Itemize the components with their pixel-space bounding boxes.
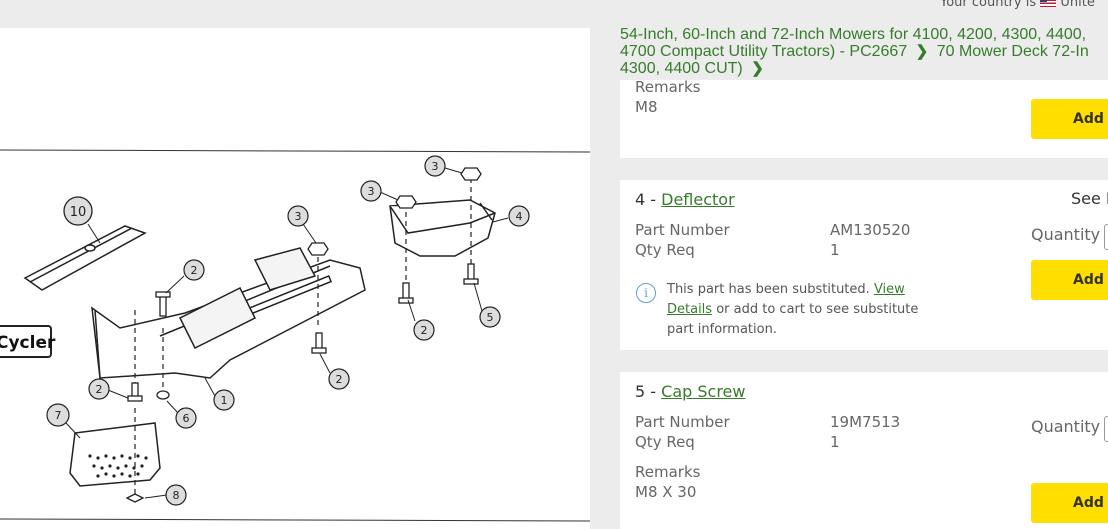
callout-4[interactable]: 4 — [508, 205, 530, 227]
callout-2c[interactable]: 2 — [328, 368, 350, 390]
chevron-right-icon: ❯ — [915, 43, 929, 60]
part-number-label: Part Number — [635, 413, 730, 431]
remarks-label: Remarks — [635, 463, 701, 481]
breadcrumb-line-2: 4700 Compact Utility Tractors) - PC2667 … — [620, 43, 1108, 60]
part-number-value: 19M7513 — [830, 413, 901, 431]
qty-req-label: Qty Req — [635, 433, 695, 451]
assembly-lines — [134, 178, 472, 498]
part-name-link[interactable]: Cap Screw — [661, 382, 746, 401]
info-icon: i — [636, 283, 656, 303]
diagram-frame-bottom — [0, 518, 590, 522]
diagram-frame-top — [0, 149, 590, 153]
svg-text:2: 2 — [191, 264, 198, 277]
part-title: 4 - Deflector — [635, 190, 735, 209]
callout-3a[interactable]: 3 — [287, 205, 309, 227]
add-to-cart-button[interactable]: Add to Cart — [1031, 260, 1108, 300]
svg-text:Cycler: Cycler — [0, 333, 56, 353]
breadcrumb-line-3: 4300, 4400 CUT) ❯ — [620, 60, 1108, 77]
svg-text:3: 3 — [432, 160, 439, 173]
qty-req-value: 1 — [830, 433, 840, 451]
svg-text:10: 10 — [70, 205, 87, 220]
svg-text:3: 3 — [295, 210, 302, 223]
quantity-label: Quantity — [1031, 225, 1101, 244]
svg-text:2: 2 — [336, 373, 343, 386]
callout-5[interactable]: 5 — [479, 306, 501, 328]
substitution-text: This part has been substituted. — [667, 282, 870, 297]
svg-text:8: 8 — [173, 489, 180, 502]
mulch-plate-part — [69, 422, 161, 487]
mulch-cycler-badge: Cycler — [0, 325, 56, 358]
qty-req-value: 1 — [830, 241, 840, 259]
country-text: Your country is — [940, 0, 1037, 10]
us-flag-icon — [1040, 0, 1057, 7]
svg-text:2: 2 — [96, 383, 103, 396]
blade-part — [23, 225, 147, 291]
svg-text:5: 5 — [487, 311, 494, 324]
part-name-link[interactable]: Deflector — [661, 190, 735, 209]
breadcrumb-link-mower-deck[interactable]: 70 Mower Deck 72-In — [936, 43, 1089, 60]
breadcrumb-line-1[interactable]: 54-Inch, 60-Inch and 72-Inch Mowers for … — [620, 26, 1087, 43]
callout-3c[interactable]: 3 — [424, 155, 446, 177]
see-pricing-text[interactable]: See P — [1071, 189, 1108, 208]
quantity-input[interactable] — [1104, 224, 1108, 250]
svg-text:7: 7 — [55, 409, 62, 422]
callout-8[interactable]: 8 — [165, 484, 187, 506]
callout-1[interactable]: 1 — [213, 389, 235, 411]
part-card-5: 5 - Cap Screw Part Number 19M7513 Qty Re… — [620, 372, 1108, 529]
country-indicator[interactable]: Your country is Unite — [940, 0, 1095, 10]
callout-2d[interactable]: 2 — [88, 378, 110, 400]
svg-text:3: 3 — [368, 185, 375, 198]
callout-2b[interactable]: 2 — [413, 319, 435, 341]
part-card-4: 4 - Deflector See P Part Number AM130520… — [620, 180, 1108, 350]
breadcrumb-link-cut[interactable]: 4300, 4400 CUT) — [620, 60, 743, 77]
part-number-label: Part Number — [635, 221, 730, 239]
breadcrumb: 54-Inch, 60-Inch and 72-Inch Mowers for … — [620, 26, 1108, 78]
parts-diagram[interactable]: 10 2 3 3 3 4 2 5 — [0, 28, 590, 529]
add-to-cart-button[interactable]: Add to Cart — [1031, 99, 1108, 139]
top-bar: Your country is Unite — [0, 0, 1108, 18]
remarks-value: M8 — [635, 98, 658, 116]
qty-req-label: Qty Req — [635, 241, 695, 259]
part-card-3: Remarks M8 Add to Cart — [620, 78, 1108, 158]
quantity-label: Quantity — [1031, 417, 1101, 436]
substitution-text-2: or add to cart to see substitute — [716, 302, 919, 317]
chevron-right-icon: ❯ — [751, 60, 764, 77]
substitution-text-3: part information. — [667, 322, 777, 337]
breadcrumb-link-pc2667[interactable]: 4700 Compact Utility Tractors) - PC2667 — [620, 43, 908, 60]
callout-7[interactable]: 7 — [46, 403, 70, 427]
svg-text:1: 1 — [221, 394, 228, 407]
callout-10[interactable]: 10 — [63, 196, 93, 226]
add-to-cart-button[interactable]: Add to Cart — [1031, 483, 1108, 523]
svg-text:6: 6 — [183, 412, 190, 425]
callout-2a[interactable]: 2 — [183, 259, 205, 281]
country-name: Unite — [1060, 0, 1095, 10]
deflector-part — [91, 247, 366, 379]
top-deflector-part — [389, 199, 496, 257]
part-number-value: AM130520 — [830, 221, 911, 239]
quantity-input[interactable] — [1104, 416, 1108, 442]
remarks-label: Remarks — [635, 78, 701, 96]
part-index: 5 - — [635, 382, 657, 401]
part-title: 5 - Cap Screw — [635, 382, 745, 401]
callout-leaders — [65, 167, 509, 499]
svg-text:2: 2 — [421, 324, 428, 337]
hardware-parts — [125, 167, 482, 503]
svg-text:4: 4 — [516, 210, 523, 223]
callout-3b[interactable]: 3 — [360, 180, 382, 202]
remarks-value: M8 X 30 — [635, 483, 697, 501]
callout-6[interactable]: 6 — [175, 407, 197, 429]
part-index: 4 - — [635, 190, 657, 209]
parts-diagram-panel: 10 2 3 3 3 4 2 5 — [0, 28, 590, 529]
